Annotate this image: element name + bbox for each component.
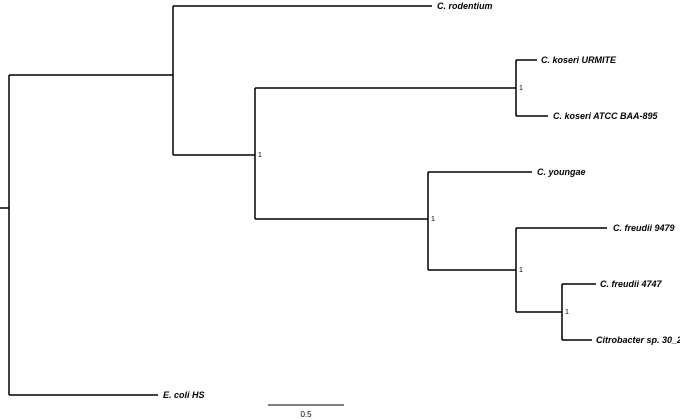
taxon-label-f9479: C. freudii 9479 [613, 223, 675, 233]
support-value: 1 [519, 85, 523, 92]
taxon-label-you: C. youngae [537, 167, 586, 177]
support-value: 1 [431, 216, 435, 223]
support-value: 1 [258, 152, 262, 159]
taxon-label-urm: C. koseri URMITE [541, 55, 617, 65]
taxon-label-ecoli: E. coli HS [163, 390, 205, 400]
taxon-label-f4747: C. freudii 4747 [600, 279, 663, 289]
taxon-label-atcc: C. koseri ATCC BAA-895 [553, 111, 659, 121]
scale-bar-label: 0.5 [300, 410, 312, 419]
taxon-label-sp30: Citrobacter sp. 30_2 [596, 335, 680, 345]
support-value: 1 [519, 267, 523, 274]
taxon-label-rod: C. rodentium [437, 1, 493, 11]
support-value: 1 [565, 309, 569, 316]
